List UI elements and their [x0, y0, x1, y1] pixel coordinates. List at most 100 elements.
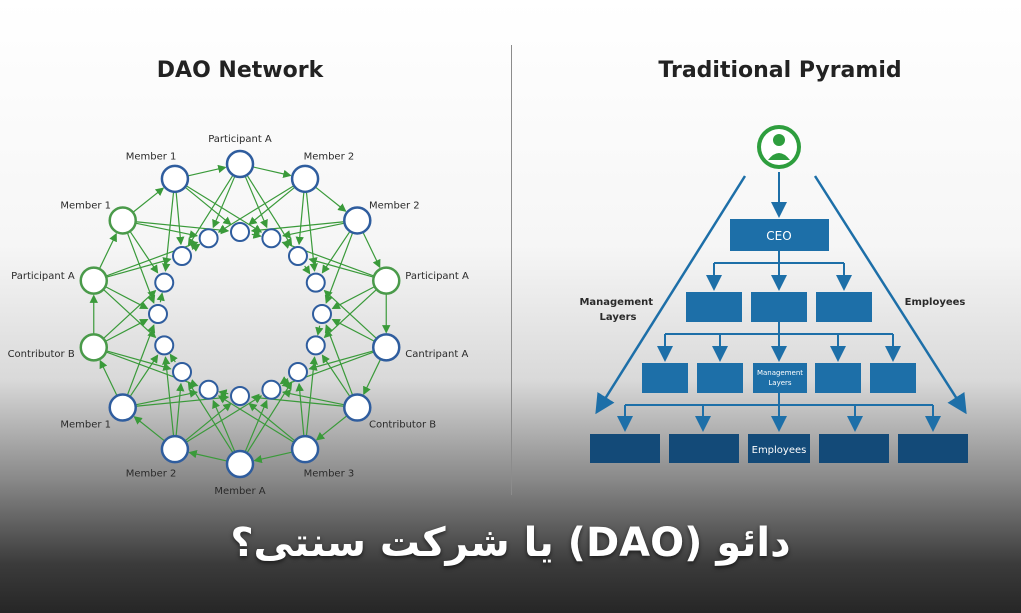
outer-node	[225, 449, 255, 479]
node-label: Member A	[214, 486, 265, 497]
node-label: Participant A	[11, 271, 75, 282]
level2-connectors	[706, 251, 852, 291]
outer-node	[160, 164, 190, 194]
outer-node	[290, 164, 320, 194]
network-edge	[295, 190, 305, 246]
node-label: Member 1	[60, 200, 111, 211]
network-edge	[244, 174, 268, 229]
inner-node	[261, 228, 282, 249]
network-edge	[131, 187, 165, 214]
network-edge	[99, 359, 119, 397]
traditional-pyramid-title: Traditional Pyramid	[658, 58, 902, 83]
inner-node	[287, 361, 308, 382]
network-edge	[105, 350, 172, 371]
inner-node	[305, 335, 326, 356]
node-label: Cantripant A	[405, 349, 468, 360]
employees-box	[748, 434, 810, 463]
network-edge	[331, 318, 376, 343]
outer-node	[371, 266, 401, 295]
persian-caption: دائو (DAO) یا شرکت سنتی؟	[230, 520, 791, 566]
network-edge	[104, 285, 149, 310]
employee-box	[590, 434, 660, 463]
inner-node	[172, 361, 193, 382]
network-edge	[175, 382, 185, 438]
inner-node	[305, 272, 326, 293]
network-edge	[324, 324, 354, 397]
outer-node	[160, 434, 190, 464]
network-edge	[323, 289, 378, 340]
network-edge	[134, 389, 199, 406]
outer-node	[290, 434, 320, 464]
network-edge	[98, 232, 117, 271]
inner-node	[230, 386, 250, 406]
network-edge	[315, 325, 324, 336]
network-edge	[102, 288, 157, 339]
network-edge	[186, 164, 227, 177]
inner-node	[312, 304, 332, 324]
network-edges	[89, 164, 391, 464]
network-edge	[244, 399, 268, 454]
supervisor-box	[697, 363, 743, 393]
network-edge	[105, 257, 172, 278]
outer-node	[343, 393, 372, 422]
network-edge	[251, 166, 292, 179]
outer-node	[108, 206, 137, 235]
center-divider	[511, 45, 512, 495]
inner-node	[287, 246, 308, 267]
node-label: Member 3	[304, 469, 355, 480]
node-label: Member 2	[126, 469, 177, 480]
outer-node	[79, 333, 109, 362]
node-label: Member 2	[369, 200, 420, 211]
supervisor-box	[815, 363, 861, 393]
network-edge	[308, 350, 375, 371]
node-label: Member 2	[304, 151, 355, 162]
network-edge	[156, 292, 165, 303]
node-label: Member 1	[126, 151, 177, 162]
node-label: Contributor B	[8, 349, 75, 360]
network-edge	[184, 395, 263, 444]
network-edge	[279, 376, 289, 385]
ceo-person-icon	[757, 125, 801, 169]
network-edge	[321, 354, 352, 398]
dao-network-title: DAO Network	[156, 58, 324, 83]
network-edge	[188, 449, 229, 462]
outer-node	[108, 393, 137, 422]
network-edge	[308, 257, 375, 278]
network-edge	[281, 389, 346, 406]
network-edge	[314, 185, 347, 212]
network-edge	[281, 222, 346, 239]
manager-box	[686, 292, 742, 322]
network-edge	[212, 174, 236, 229]
outer-node	[79, 266, 109, 295]
level3-connectors	[657, 322, 901, 362]
network-edge	[305, 356, 318, 438]
network-edge	[361, 231, 381, 269]
network-edge	[183, 402, 232, 443]
inner-node	[154, 272, 175, 293]
management-layers-box	[753, 363, 807, 393]
network-nodes	[79, 149, 401, 479]
network-edge	[128, 354, 159, 398]
employee-box	[669, 434, 739, 463]
ceo-box	[730, 219, 829, 251]
employee-box	[819, 434, 889, 463]
network-edge	[191, 243, 201, 252]
inner-node	[154, 335, 175, 356]
network-edge	[134, 222, 199, 239]
inner-node	[230, 222, 250, 242]
employees-side-label: Employees	[905, 297, 966, 308]
ceo-label: CEO	[766, 229, 791, 243]
network-edge	[302, 265, 311, 275]
network-edge	[162, 190, 175, 272]
outer-node	[225, 149, 255, 179]
right-diagonal-arrow	[813, 175, 967, 415]
node-label: Participant A	[208, 134, 272, 145]
network-edge	[212, 399, 236, 454]
employee-box	[898, 434, 968, 463]
supervisor-box	[870, 363, 916, 393]
network-edge	[218, 389, 229, 398]
node-label: Participant A	[405, 271, 469, 282]
network-edge	[128, 230, 159, 274]
inner-node	[198, 228, 219, 249]
